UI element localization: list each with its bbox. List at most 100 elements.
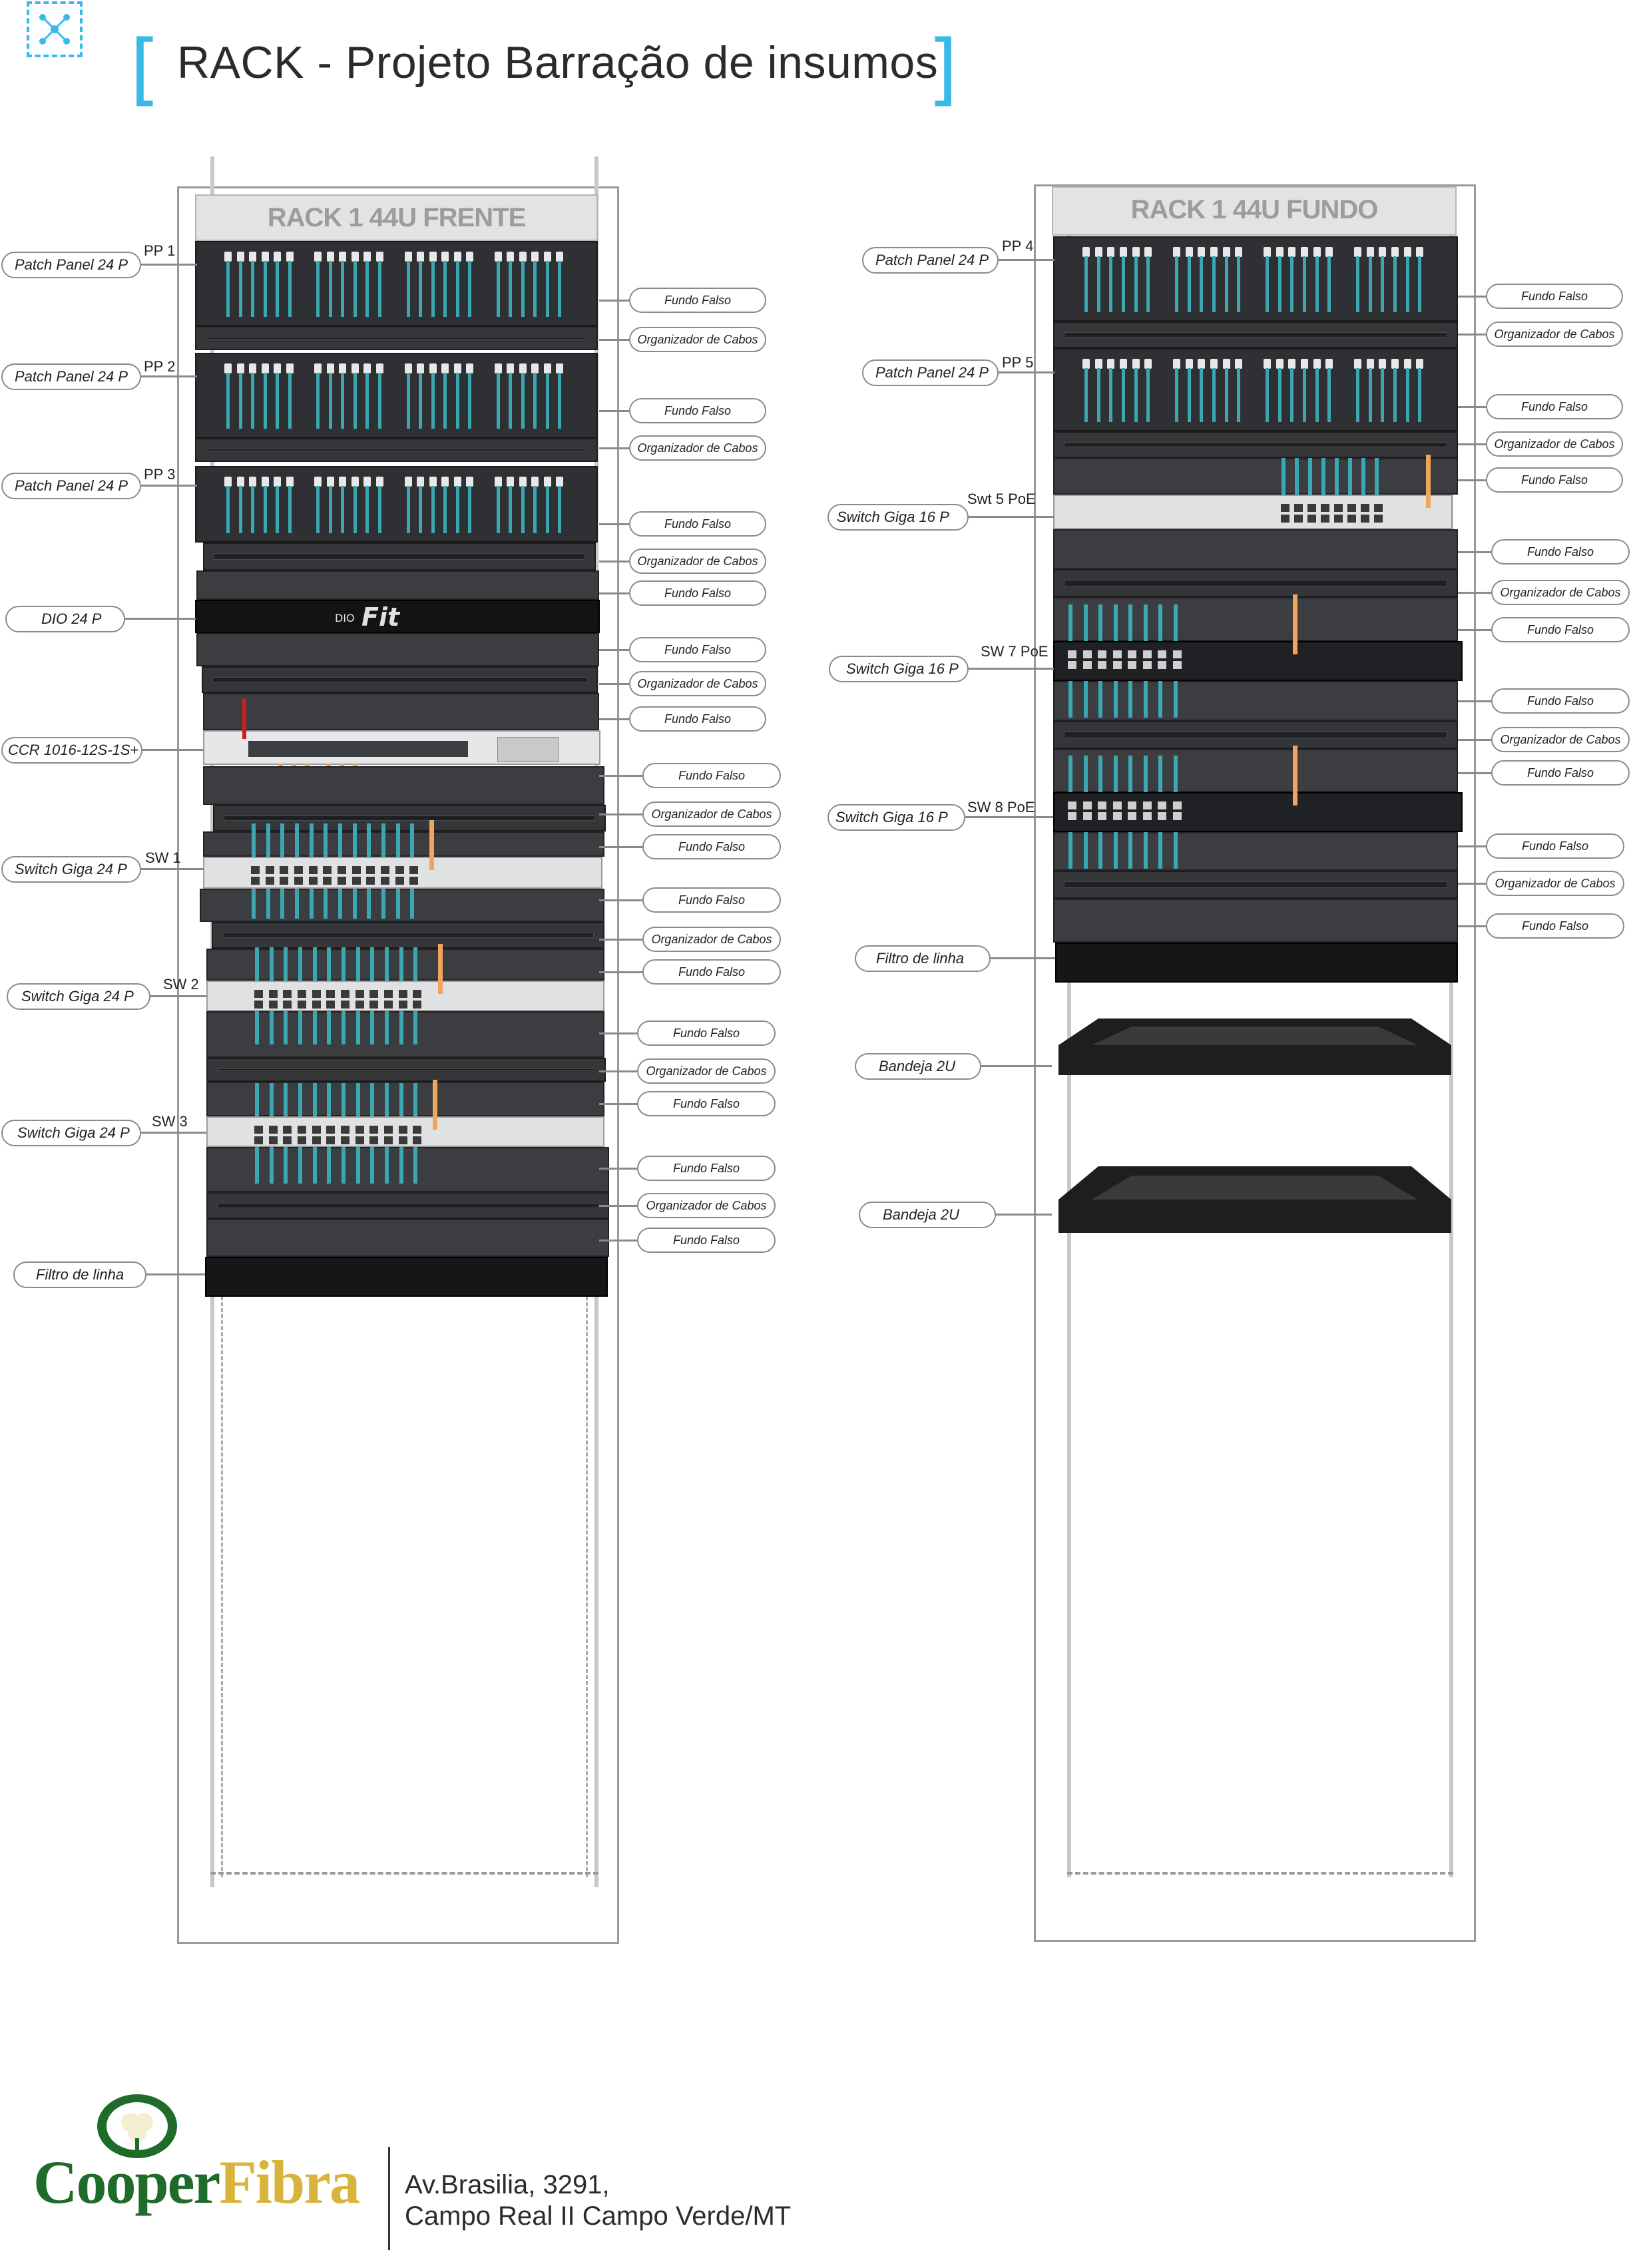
patch-cable (355, 947, 360, 981)
patch-cable (521, 261, 525, 317)
rj45-port (280, 877, 289, 885)
callout-label: Organizador de Cabos (642, 801, 781, 827)
label-switch-8: Switch Giga 16 P (827, 804, 965, 831)
patch-cable (1187, 368, 1191, 422)
rj45-port (339, 363, 347, 373)
rj45-port (1068, 801, 1076, 809)
patch-cable (251, 261, 255, 317)
leader-line (1458, 845, 1486, 847)
rj45-port (543, 477, 551, 487)
patch-cable (298, 1011, 302, 1044)
address-line-2: Campo Real II Campo Verde/MT (405, 2201, 792, 2231)
label-tray-2: Bandeja 2U (859, 1202, 996, 1228)
leader-line (969, 668, 1054, 670)
patch-cable (1134, 368, 1138, 422)
rj45-port (254, 1001, 263, 1009)
callout-label: Fundo Falso (1486, 394, 1623, 419)
rj45-port (1094, 247, 1102, 257)
patch-cable (353, 373, 357, 429)
rj45-port (1403, 247, 1411, 257)
patch-cable (545, 261, 549, 317)
rj45-port (224, 252, 232, 262)
patch-cable (406, 373, 410, 429)
patch-cable (1143, 681, 1148, 718)
rj45-port (1374, 515, 1383, 523)
patch-cable (328, 373, 332, 429)
patch-cable (1295, 458, 1299, 495)
rj45-port (1098, 801, 1106, 809)
callout-label: Fundo Falso (629, 706, 766, 732)
patch-panel-1 (195, 241, 598, 326)
footer-divider (388, 2147, 390, 2250)
patch-cable (316, 486, 320, 533)
label-filter: Filtro de linha (13, 1261, 146, 1288)
patch-cable (370, 1147, 375, 1184)
patch-cable (370, 1083, 375, 1116)
callout-label: Organizador de Cabos (629, 327, 766, 352)
leader-line (996, 1214, 1052, 1216)
rj45-port (453, 252, 461, 262)
patch-cable (1278, 368, 1282, 422)
leader-line (599, 1032, 637, 1034)
leader-line (599, 1205, 637, 1207)
patch-cable (251, 486, 255, 533)
leader-line (599, 523, 629, 525)
patch-cable (1173, 832, 1178, 869)
patch-cable (288, 373, 292, 429)
leader-line (599, 813, 642, 815)
label-switch-3: Switch Giga 24 P (1, 1120, 141, 1146)
callout-label: Organizador de Cabos (637, 1058, 776, 1084)
patch-cable (1187, 256, 1191, 312)
rj45-port (1366, 247, 1374, 257)
leader-line (599, 339, 629, 341)
patch-cable (266, 889, 270, 919)
patch-cable (545, 373, 549, 429)
rj45-port (268, 1126, 278, 1134)
rj45-port (261, 363, 269, 373)
rj45-port (1082, 247, 1090, 257)
rj45-port (375, 252, 383, 262)
rj45-port (1198, 247, 1206, 257)
rj45-port (1172, 650, 1182, 658)
rj45-port (417, 363, 425, 373)
patch-panel-4 (1053, 236, 1458, 322)
rj45-port (286, 363, 294, 373)
cable-organizer (203, 543, 596, 570)
rj45-port (1354, 359, 1361, 369)
rj45-port (466, 363, 474, 373)
rj45-port (1142, 650, 1152, 658)
patch-cable (1418, 256, 1422, 312)
patch-cable (352, 889, 357, 919)
patch-cable (1303, 368, 1306, 422)
tag-sw7: SW 7 PoE (981, 643, 1049, 660)
rj45-port (409, 866, 419, 874)
rj45-port (326, 1126, 336, 1134)
rj45-port (543, 252, 551, 262)
rj45-port (531, 363, 539, 373)
leader-line (150, 995, 206, 997)
patch-cable (1327, 368, 1331, 422)
rj45-port (339, 252, 347, 262)
rj45-port (355, 1001, 364, 1009)
callout-label: Fundo Falso (629, 580, 766, 606)
rj45-port (326, 252, 334, 262)
leader-line (599, 447, 629, 449)
rj45-port (453, 477, 461, 487)
leader-line (599, 718, 629, 720)
rack-front-header: RACK 1 44U FRENTE (195, 194, 598, 241)
ccr-display (497, 737, 559, 762)
rj45-port (236, 363, 244, 373)
patch-cable (327, 1011, 332, 1044)
rj45-port (1068, 650, 1076, 658)
uplink-cable (242, 699, 246, 739)
rj45-port (413, 1126, 422, 1134)
rj45-port (1172, 812, 1182, 820)
rj45-port (395, 866, 404, 874)
brand-part-2: Fibra (219, 2148, 360, 2216)
patch-cable (399, 1011, 403, 1044)
label-tray-1: Bandeja 2U (855, 1053, 981, 1080)
rj45-port (236, 477, 244, 487)
cable-organizer (202, 666, 598, 693)
tag-pp3: PP 3 (144, 466, 176, 483)
patch-cable (280, 889, 285, 919)
